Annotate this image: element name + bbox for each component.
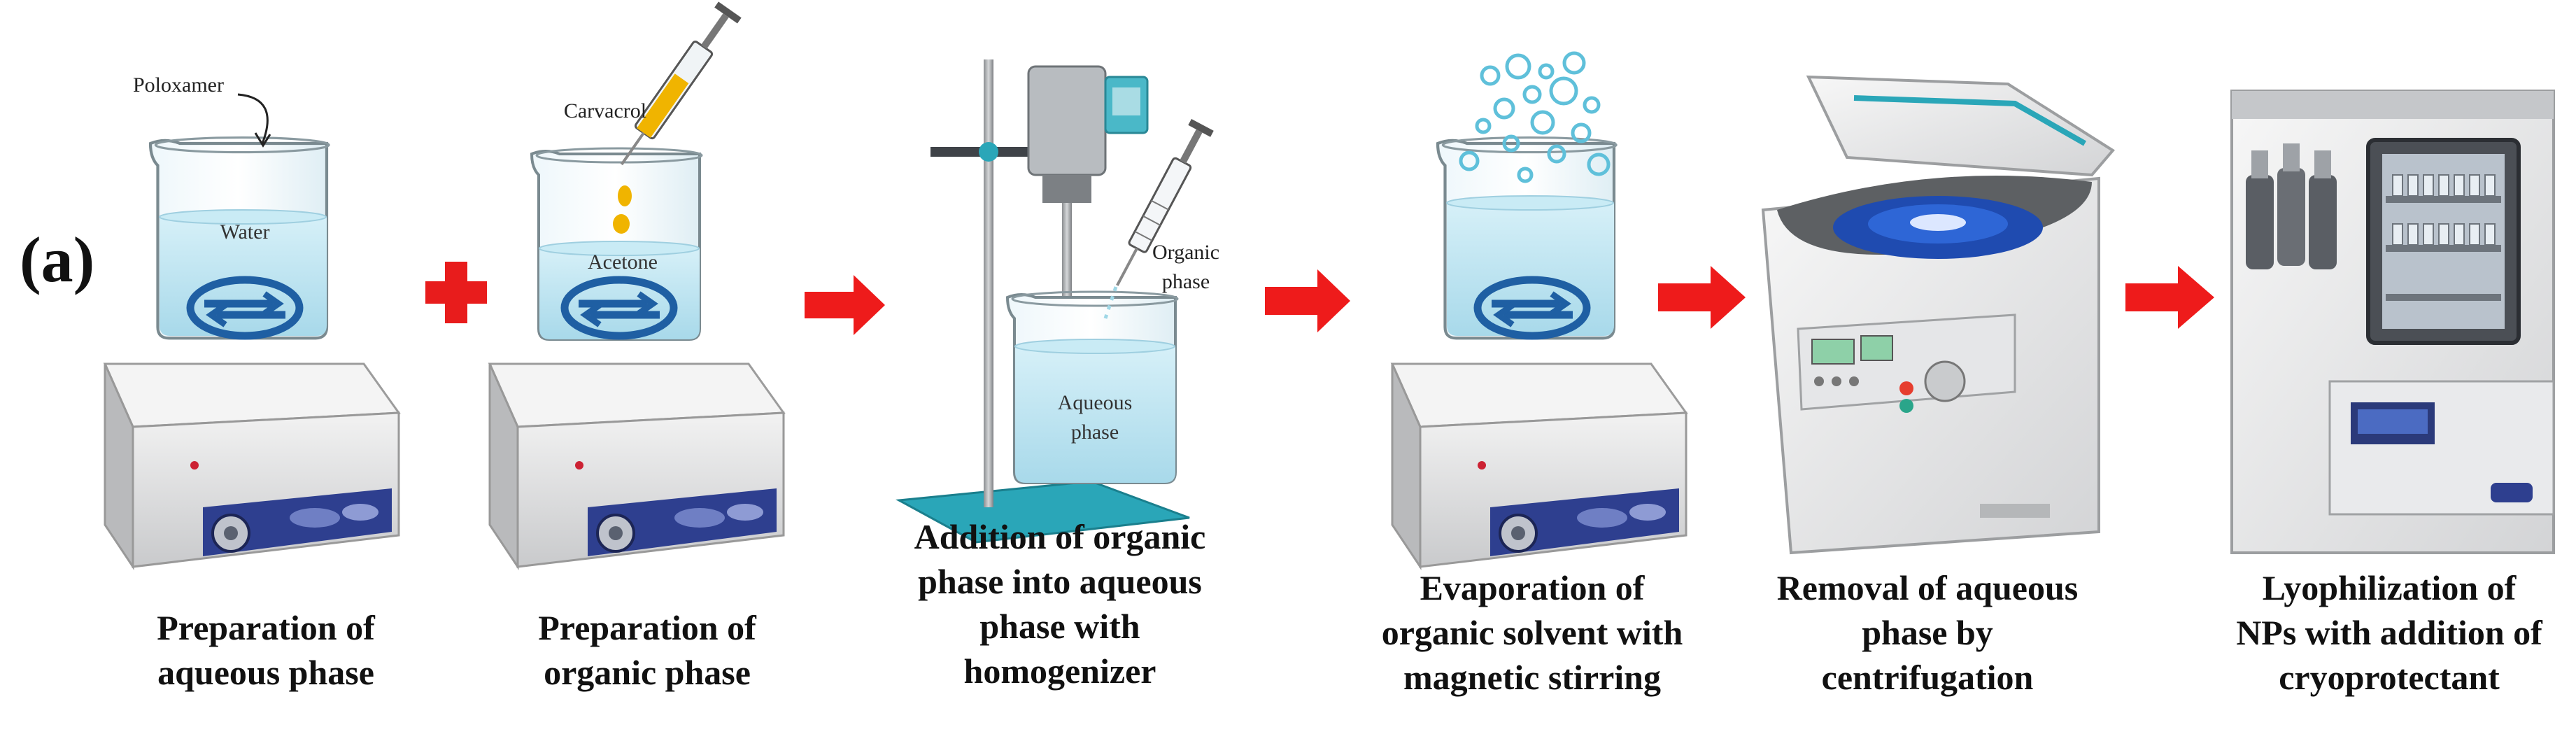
arrow-1	[805, 275, 885, 335]
caption-step-5: Removal of aqueous phase by centrifugati…	[1776, 568, 2079, 697]
syringe-carvacrol	[613, 1, 742, 234]
caption-step-6: Lyophilization of NPs with addition of c…	[2236, 568, 2542, 697]
homogenizer-stand	[896, 59, 1190, 544]
caption-step-2: Preparation of organic phase	[538, 608, 756, 692]
arrow-4	[2125, 266, 2214, 329]
beaker-step-4	[1438, 138, 1616, 339]
hotplate-step-2	[488, 362, 785, 568]
caption-step-4: Evaporation of organic solvent with magn…	[1381, 568, 1683, 697]
organic-phase-label: Organic phase	[1152, 241, 1220, 293]
centrifuge	[1761, 75, 2116, 555]
arrow-2	[1265, 269, 1350, 332]
caption-step-3: Addition of organic phase into aqueous p…	[914, 517, 1206, 691]
syringe-organic-phase	[1103, 118, 1214, 319]
panel-label: (a)	[20, 224, 95, 295]
hotplate-step-1	[104, 362, 400, 568]
aqueous-phase-label: Aqueous phase	[1057, 391, 1133, 444]
lyophilizer	[2230, 90, 2555, 554]
beaker-step-3	[1006, 290, 1179, 484]
carvacrol-label: Carvacrol	[563, 99, 647, 122]
water-label: Water	[220, 220, 270, 244]
poloxamer-pointer	[237, 93, 271, 148]
arrow-3	[1658, 266, 1746, 329]
poloxamer-label: Poloxamer	[133, 73, 224, 97]
acetone-label: Acetone	[588, 250, 658, 274]
plus-icon	[425, 262, 487, 323]
evaporation-bubbles	[1459, 51, 1611, 183]
hotplate-step-4	[1391, 362, 1687, 568]
caption-step-1: Preparation of aqueous phase	[157, 608, 375, 692]
